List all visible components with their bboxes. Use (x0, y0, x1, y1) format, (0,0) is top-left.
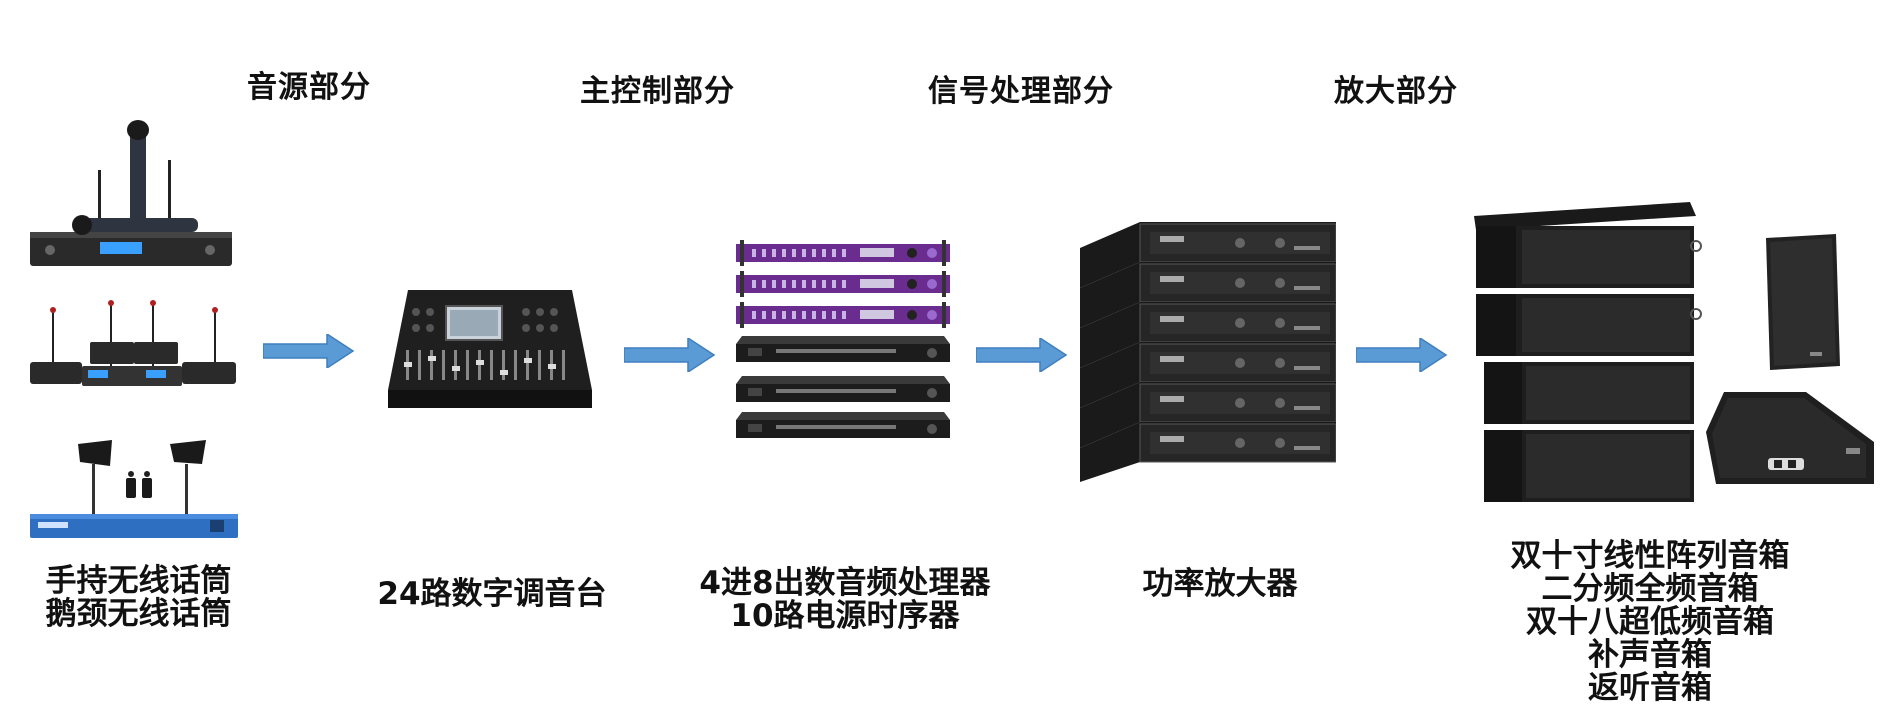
arrow-right-icon (624, 338, 716, 372)
stage-monitor-speaker-image (1706, 392, 1874, 484)
caption-line: 4进8出数音频处理器 (699, 565, 991, 601)
full-range-speaker-image (1766, 234, 1840, 370)
arrow-right-icon (976, 338, 1068, 372)
caption-line: 手持无线话筒 (45, 563, 232, 599)
audio-processor-rack-image (736, 240, 950, 438)
caption-line: 功率放大器 (1142, 566, 1298, 602)
power-amplifier-stack-image (1080, 222, 1336, 482)
line-array-speaker-image (1474, 202, 1702, 502)
heading-audio-source: 音源部分 (247, 70, 371, 105)
heading-signal-processing: 信号处理部分 (928, 74, 1114, 109)
caption-line: 返听音箱 (1588, 670, 1712, 706)
caption-line: 双十八超低频音箱 (1526, 604, 1774, 640)
caption-line: 双十寸线性阵列音箱 (1510, 538, 1790, 574)
arrow-right-icon (263, 334, 355, 368)
digital-mixer-image (388, 290, 592, 408)
caption-audio-source: 手持无线话筒 鹅颈无线话筒 (20, 565, 257, 631)
handheld-wireless-mic-receiver-image (30, 120, 232, 266)
caption-amplification: 功率放大器 (1120, 568, 1320, 601)
caption-signal-processing: 4进8出数音频处理器 10路电源时序器 (690, 567, 1000, 633)
caption-line: 10路电源时序器 (730, 598, 960, 634)
caption-line: 24路数字调音台 (377, 576, 607, 612)
heading-amplification: 放大部分 (1334, 74, 1458, 109)
heading-main-control: 主控制部分 (580, 74, 735, 109)
caption-speakers: 双十寸线性阵列音箱 二分频全频音箱 双十八超低频音箱 补声音箱 返听音箱 (1488, 540, 1812, 705)
caption-line: 补声音箱 (1588, 637, 1712, 673)
caption-line: 鹅颈无线话筒 (45, 596, 232, 632)
gooseneck-wireless-mic-system-image (30, 300, 236, 386)
antenna-distribution-system-image (30, 440, 238, 538)
arrow-right-icon (1356, 338, 1448, 372)
caption-line: 二分频全频音箱 (1541, 571, 1759, 607)
caption-main-control: 24路数字调音台 (372, 578, 612, 611)
